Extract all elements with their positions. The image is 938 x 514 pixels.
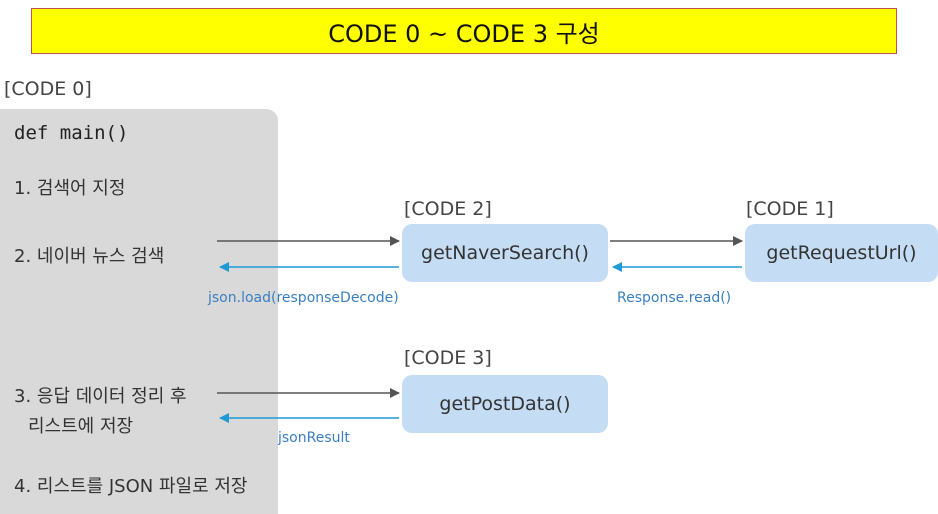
return-label-response-read: Response.read() <box>617 290 732 306</box>
get-naver-search-box: getNaverSearch() <box>402 224 608 282</box>
return-label-json-result: jsonResult <box>278 430 350 446</box>
step-4: 4. 리스트를 JSON 파일로 저장 <box>14 476 248 497</box>
step-3: 3. 응답 데이터 정리 후 <box>14 386 187 407</box>
step-3-continued: 리스트에 저장 <box>28 416 134 437</box>
return-label-json-load: json.load(responseDecode) <box>208 290 399 306</box>
code3-label: [CODE 3] <box>404 347 492 369</box>
get-naver-search-label: getNaverSearch() <box>421 242 589 264</box>
step-2: 2. 네이버 뉴스 검색 <box>14 246 165 267</box>
main-function-panel <box>0 109 278 514</box>
get-request-url-box: getRequestUrl() <box>745 224 938 282</box>
step-1: 1. 검색어 지정 <box>14 178 126 199</box>
get-post-data-label: getPostData() <box>439 393 571 415</box>
code0-label: [CODE 0] <box>4 78 92 100</box>
code1-label: [CODE 1] <box>746 198 834 220</box>
main-def-line: def main() <box>14 122 129 144</box>
get-post-data-box: getPostData() <box>402 375 608 433</box>
code2-label: [CODE 2] <box>404 198 492 220</box>
title-banner: CODE 0 ~ CODE 3 구성 <box>31 8 897 54</box>
get-request-url-label: getRequestUrl() <box>766 242 917 264</box>
title-text: CODE 0 ~ CODE 3 구성 <box>328 19 600 48</box>
